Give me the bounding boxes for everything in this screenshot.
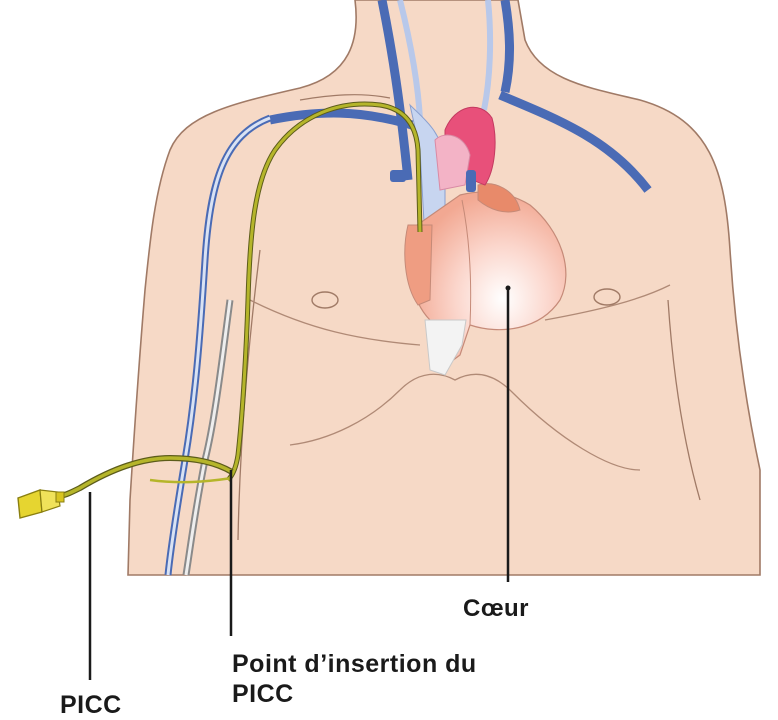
label-insertion-line1: Point d’insertion du — [232, 649, 477, 679]
leader-anchor-heart — [506, 286, 511, 291]
label-picc: PICC — [60, 690, 122, 720]
pulmonary-vein — [466, 170, 476, 192]
picc-connector-icon — [18, 490, 64, 518]
vein-tab-left — [390, 170, 406, 182]
label-insertion-point: Point d’insertion du PICC — [232, 649, 477, 709]
neck-vein-right — [505, 0, 510, 92]
pulmonary-trunk — [435, 135, 470, 190]
label-insertion-line2: PICC — [232, 679, 477, 709]
label-heart: Cœur — [463, 595, 529, 624]
